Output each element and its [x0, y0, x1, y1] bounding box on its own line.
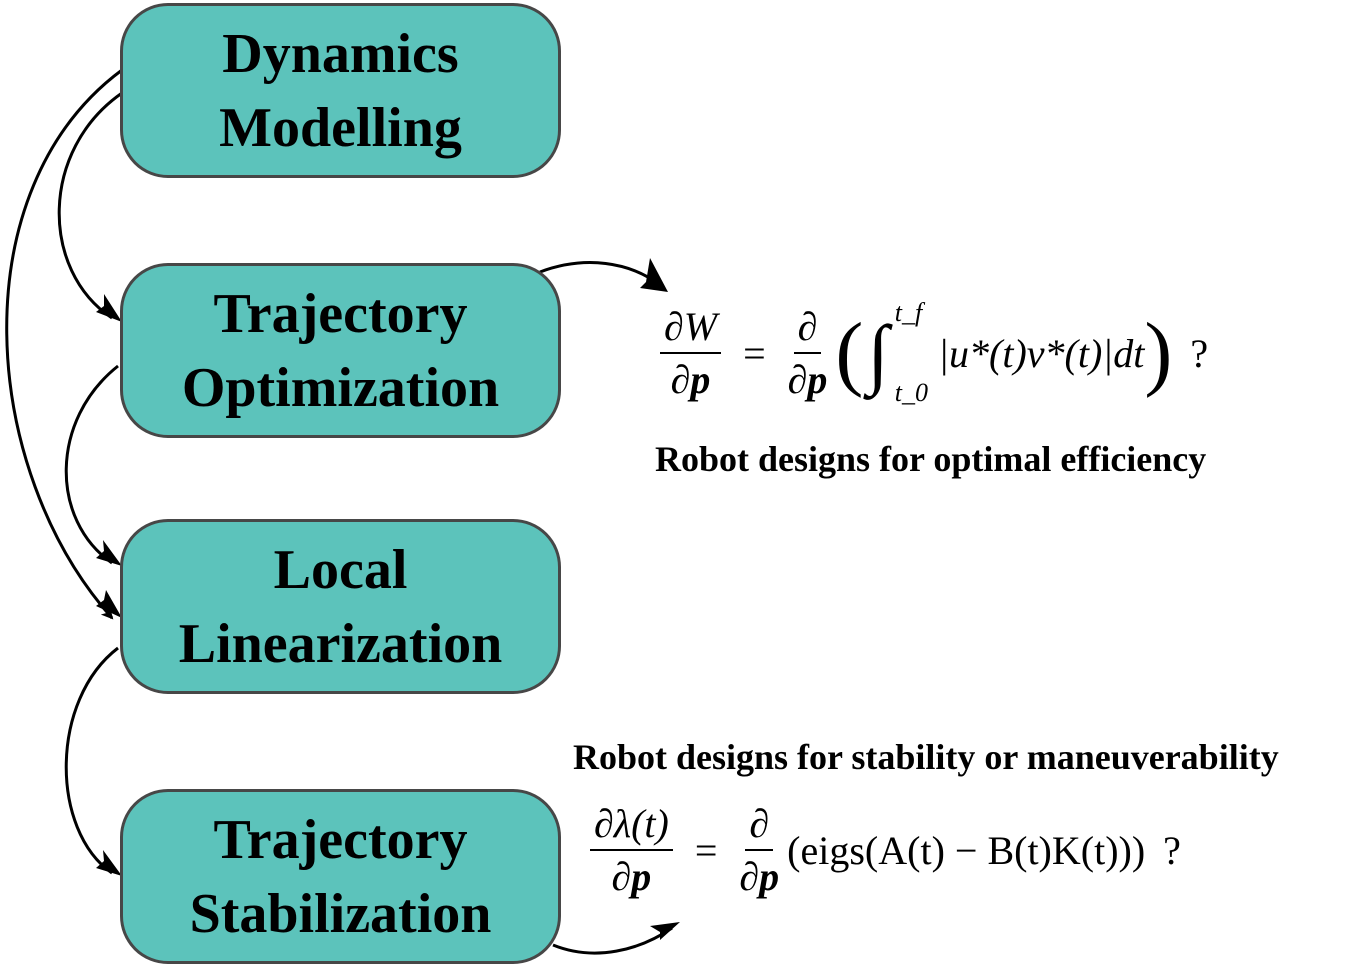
- efficiency-equation: ∂W ∂p = ∂ ∂p ( ∫ t_f t_0 |u*(t)v*(t)|dt …: [652, 298, 1208, 408]
- arrow-linearization-to-stabilization: [64, 646, 119, 875]
- stability-equation: ∂λ(t) ∂p = ∂ ∂p (eigs(A(t) − B(t)K(t))) …: [582, 800, 1181, 900]
- arrowhead: [640, 258, 668, 292]
- denominator: ∂p: [670, 357, 711, 402]
- integral-sign: ∫: [867, 309, 889, 396]
- arrowhead: [96, 850, 122, 876]
- integral-limits: t_f t_0: [895, 298, 928, 408]
- stability-caption: Robot designs for stability or maneuvera…: [573, 737, 1279, 777]
- box-label: Trajectory: [213, 808, 468, 871]
- eigs-expression: (eigs(A(t) − B(t)K(t))): [787, 827, 1146, 873]
- box-dynamics-modelling: Dynamics Modelling: [120, 3, 561, 178]
- box-label: Local: [273, 538, 408, 601]
- denominator: ∂p: [787, 357, 828, 402]
- box-trajectory-optimization: Trajectory Optimization: [120, 263, 561, 438]
- box-label: Modelling: [219, 96, 462, 159]
- denominator: ∂p: [739, 854, 780, 899]
- lhs-fraction: ∂W ∂p: [660, 303, 722, 403]
- equals: =: [743, 330, 766, 376]
- box-label: Optimization: [181, 356, 500, 419]
- numerator: ∂: [745, 800, 774, 851]
- arrow-optimization-to-linearization: [64, 364, 119, 565]
- efficiency-caption: Robot designs for optimal efficiency: [655, 439, 1207, 479]
- arrow-dynamics-to-optimization: [57, 91, 123, 320]
- lower-limit: t_0: [894, 378, 929, 407]
- numerator: ∂λ(t): [590, 800, 673, 851]
- box-local-linearization: Local Linearization: [120, 519, 561, 694]
- numerator: ∂W: [660, 303, 722, 354]
- arrow-optimization-to-efficiency: [539, 261, 661, 287]
- box-trajectory-stabilization: Trajectory Stabilization: [120, 789, 561, 964]
- box-label: Linearization: [178, 612, 503, 675]
- rhs-fraction: ∂ ∂p: [739, 800, 779, 900]
- box-label: Trajectory: [213, 282, 468, 345]
- question-mark: ?: [1163, 827, 1181, 873]
- arrow-dynamics-to-linearization: [5, 68, 123, 620]
- lhs-fraction: ∂λ(t) ∂p: [590, 800, 673, 900]
- integrand: |u*(t)v*(t)|dt: [938, 330, 1145, 376]
- arrowhead: [650, 922, 680, 940]
- upper-limit: t_f: [894, 298, 923, 327]
- arrowhead: [96, 294, 122, 322]
- numerator: ∂: [793, 303, 822, 354]
- arrowhead: [96, 540, 122, 566]
- denominator: ∂p: [611, 854, 652, 899]
- arrowhead: [96, 590, 122, 618]
- arrow-stabilization-to-stability: [552, 926, 673, 955]
- box-label: Stabilization: [189, 882, 492, 945]
- equals: =: [694, 827, 718, 873]
- paren-open: (: [835, 306, 864, 399]
- rhs-fraction: ∂ ∂p: [788, 303, 828, 403]
- box-label: Dynamics: [222, 22, 459, 85]
- question-mark: ?: [1190, 330, 1209, 376]
- paren-close: ): [1144, 306, 1173, 399]
